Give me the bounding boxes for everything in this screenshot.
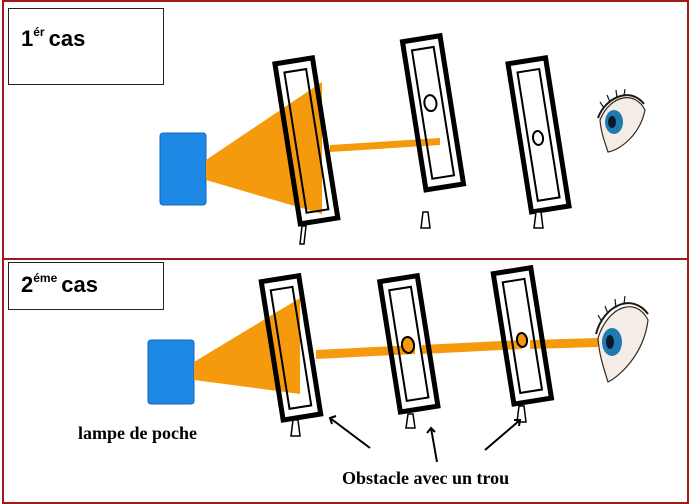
obstacle-screen-1 (272, 55, 341, 227)
screen-stand (420, 211, 431, 229)
light-beam (422, 340, 522, 354)
light-beam (530, 338, 598, 349)
screen-stand (299, 225, 307, 245)
obstacle-screen-2 (376, 272, 441, 415)
arrow-icon (426, 426, 438, 463)
obstacle-screen-2 (399, 32, 467, 193)
obstacle-caption: Obstacle avec un trou (342, 468, 510, 488)
obstacle-screen-3 (490, 264, 555, 407)
case-number: 1 (21, 26, 34, 51)
flashlight-icon (147, 339, 195, 405)
obstacle-screen-1 (258, 272, 324, 423)
arrow-icon (484, 419, 522, 451)
screen-stand (516, 405, 527, 423)
flashlight-icon (159, 132, 207, 206)
eye-icon (597, 88, 646, 153)
screen-stand (533, 211, 544, 229)
eye-icon (595, 295, 649, 383)
arrow-icon (328, 415, 371, 449)
light-beam (330, 138, 440, 152)
obstacle-screen-3 (505, 54, 572, 215)
lamp-caption: lampe de poche (78, 423, 197, 443)
case-word: cas (48, 26, 86, 51)
case-number: 2 (21, 272, 34, 297)
case-word: cas (61, 272, 98, 297)
screen-stand (290, 419, 301, 437)
case-suffix: ér (33, 25, 45, 39)
screen-stand (405, 413, 416, 429)
case-suffix: éme (33, 271, 58, 285)
